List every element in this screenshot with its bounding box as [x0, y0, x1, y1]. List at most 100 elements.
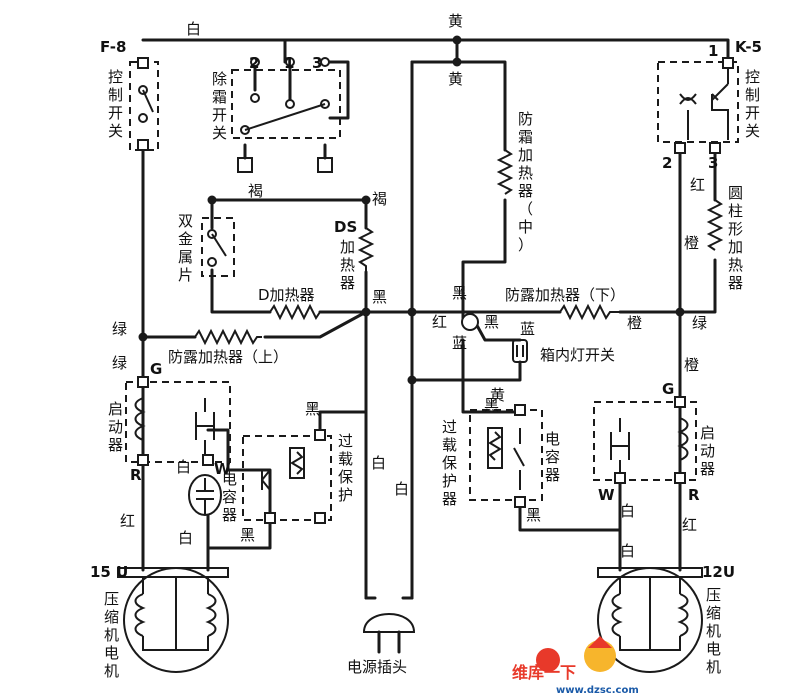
- starter-right-label-2: 动: [700, 442, 715, 460]
- d-heater-label: D加热器: [258, 286, 315, 304]
- f8-label-3: 开: [108, 104, 123, 122]
- overload-left-label-1: 过: [338, 432, 353, 450]
- cap-right-label-2: 容: [545, 448, 560, 466]
- bimetal-label-3: 属: [178, 248, 193, 266]
- wire-label-brown-2: 褐: [372, 190, 387, 208]
- ds-label-3: 器: [340, 274, 355, 292]
- k5-term-1: 1: [708, 42, 718, 60]
- starter-left-label-2: 动: [108, 418, 123, 436]
- defrost-label-1: 除: [212, 70, 227, 88]
- defrost-term-3: 3: [312, 54, 322, 72]
- wiring: [141, 38, 730, 600]
- wire-label-green-2: 绿: [112, 354, 127, 372]
- starter-left-label-1: 启: [108, 400, 123, 418]
- cyl-heater-label-4: 加: [728, 238, 743, 256]
- starter-right-g: G: [662, 380, 674, 398]
- wire-label-red-lamp: 红: [432, 313, 447, 331]
- comp-left-label-4: 电: [104, 644, 119, 662]
- wire-label-orange-1: 橙: [627, 314, 642, 332]
- overload-left: 过 载 保 护 电 容 器: [222, 429, 353, 524]
- f8-label-1: 控: [108, 68, 123, 86]
- wire-label-red-comp-r: 红: [682, 516, 697, 534]
- wire-label-white-plug-2: 白: [394, 480, 409, 498]
- mid-heater-label-1: 防: [518, 110, 533, 128]
- defrost-label-4: 关: [212, 124, 227, 142]
- wire-label-black-ds: 黑: [372, 288, 387, 306]
- wire-label-black-lamp: 黑: [484, 313, 499, 331]
- wire-label-white-top: 白: [186, 20, 201, 38]
- watermark-logo: 维库一下 www.dzsc.com: [512, 636, 639, 696]
- compressor-left-code: 15 U: [90, 563, 128, 581]
- capacitor-left-round: [188, 474, 222, 516]
- comp-right-label-4: 电: [706, 640, 721, 658]
- starter-right-w: W: [598, 486, 615, 504]
- k5-label-3: 开: [745, 104, 760, 122]
- cabinet-lamp-switch: 箱内灯开关: [461, 313, 615, 364]
- wire-label-green-right: 绿: [692, 314, 707, 332]
- comp-right-label-3: 机: [706, 622, 721, 640]
- overload-left-label-4: 护: [338, 486, 353, 504]
- k5-term-2: 2: [662, 154, 672, 172]
- f8-code: F-8: [100, 38, 126, 56]
- svg-text:www.dzsc.com: www.dzsc.com: [556, 685, 639, 696]
- overload-right-label-2: 载: [442, 436, 457, 454]
- k5-label-1: 控: [745, 68, 760, 86]
- ds-label-2: 热: [340, 256, 355, 274]
- wire-label-red-k5: 红: [690, 176, 705, 194]
- starter-right: G R W 启 动 器: [593, 380, 715, 504]
- svg-text:维库一下: 维库一下: [512, 663, 576, 682]
- bimetal-label-2: 金: [178, 230, 193, 248]
- comp-left-label-1: 压: [104, 590, 119, 608]
- bimetal-label-1: 双: [178, 212, 193, 230]
- wire-label-yellow-top: 黄: [448, 12, 463, 30]
- cylindrical-heater: 圆 柱 形 加 热 器: [706, 184, 743, 292]
- mid-heater-label-8: ）: [518, 236, 533, 254]
- compressor-left: 15 U 压 缩 机 电 机: [90, 563, 229, 680]
- compressor-right: 12U 压 缩 机 电 机: [597, 563, 735, 676]
- wire-label-black-cap-r: 黑: [526, 506, 541, 524]
- cap-left-label-2: 容: [222, 488, 237, 506]
- starter-left-r: R: [130, 466, 142, 484]
- mid-heater-label-4: 热: [518, 164, 533, 182]
- upper-heater-label: 防露加热器（上）: [168, 348, 288, 366]
- wire-label-blue-1: 蓝: [452, 334, 467, 352]
- mid-heater-label-7: 中: [518, 218, 533, 236]
- ds-label-1: 加: [340, 238, 355, 256]
- wire-label-white-plug-1: 白: [371, 454, 386, 472]
- comp-right-label-1: 压: [706, 586, 721, 604]
- bimetal-label-4: 片: [178, 266, 193, 284]
- anti-fog-heater-lower: 防露加热器（下）: [505, 286, 625, 321]
- f8-label-2: 制: [108, 86, 123, 104]
- f8-label-4: 关: [108, 122, 123, 140]
- overload-right-label-4: 护: [442, 472, 457, 490]
- mid-heater-label-5: 器: [518, 182, 533, 200]
- plug-icon: [362, 613, 416, 633]
- starter-right-r: R: [688, 486, 700, 504]
- starter-right-label-1: 启: [700, 424, 715, 442]
- wire-label-white-w-l: 白: [176, 458, 191, 476]
- wire-label-white-comp-l: 白: [178, 529, 193, 547]
- mid-heater-label-6: （: [518, 200, 533, 218]
- k5-label-4: 关: [745, 122, 760, 140]
- wire-label-brown-1: 褐: [248, 182, 263, 200]
- cap-right-label-1: 电: [545, 430, 560, 448]
- cyl-heater-label-6: 器: [728, 274, 743, 292]
- starter-left-g: G: [150, 360, 162, 378]
- lower-heater-label: 防露加热器（下）: [505, 286, 625, 304]
- wire-label-white-comp-r: 白: [620, 542, 635, 560]
- cyl-heater-label-3: 形: [728, 220, 743, 238]
- cyl-heater-label-5: 热: [728, 256, 743, 274]
- defrost-label-3: 开: [212, 106, 227, 124]
- plug-label: 电源插头: [347, 658, 407, 676]
- wire-label-green-1: 绿: [112, 320, 127, 338]
- wire-label-orange-3: 橙: [684, 356, 699, 374]
- f8-control-switch: F-8 控 制 开 关: [100, 38, 159, 151]
- wire-label-yellow-2: 黄: [448, 70, 463, 88]
- starter-right-label-3: 器: [700, 460, 715, 478]
- k5-control-switch: 1 2 3 K-5 控 制 开 关: [657, 38, 762, 172]
- wire-label-black-ov-r: 黑: [484, 396, 499, 414]
- comp-left-label-5: 机: [104, 662, 119, 680]
- power-plug: 电源插头: [347, 613, 416, 676]
- cyl-heater-label-1: 圆: [728, 184, 743, 202]
